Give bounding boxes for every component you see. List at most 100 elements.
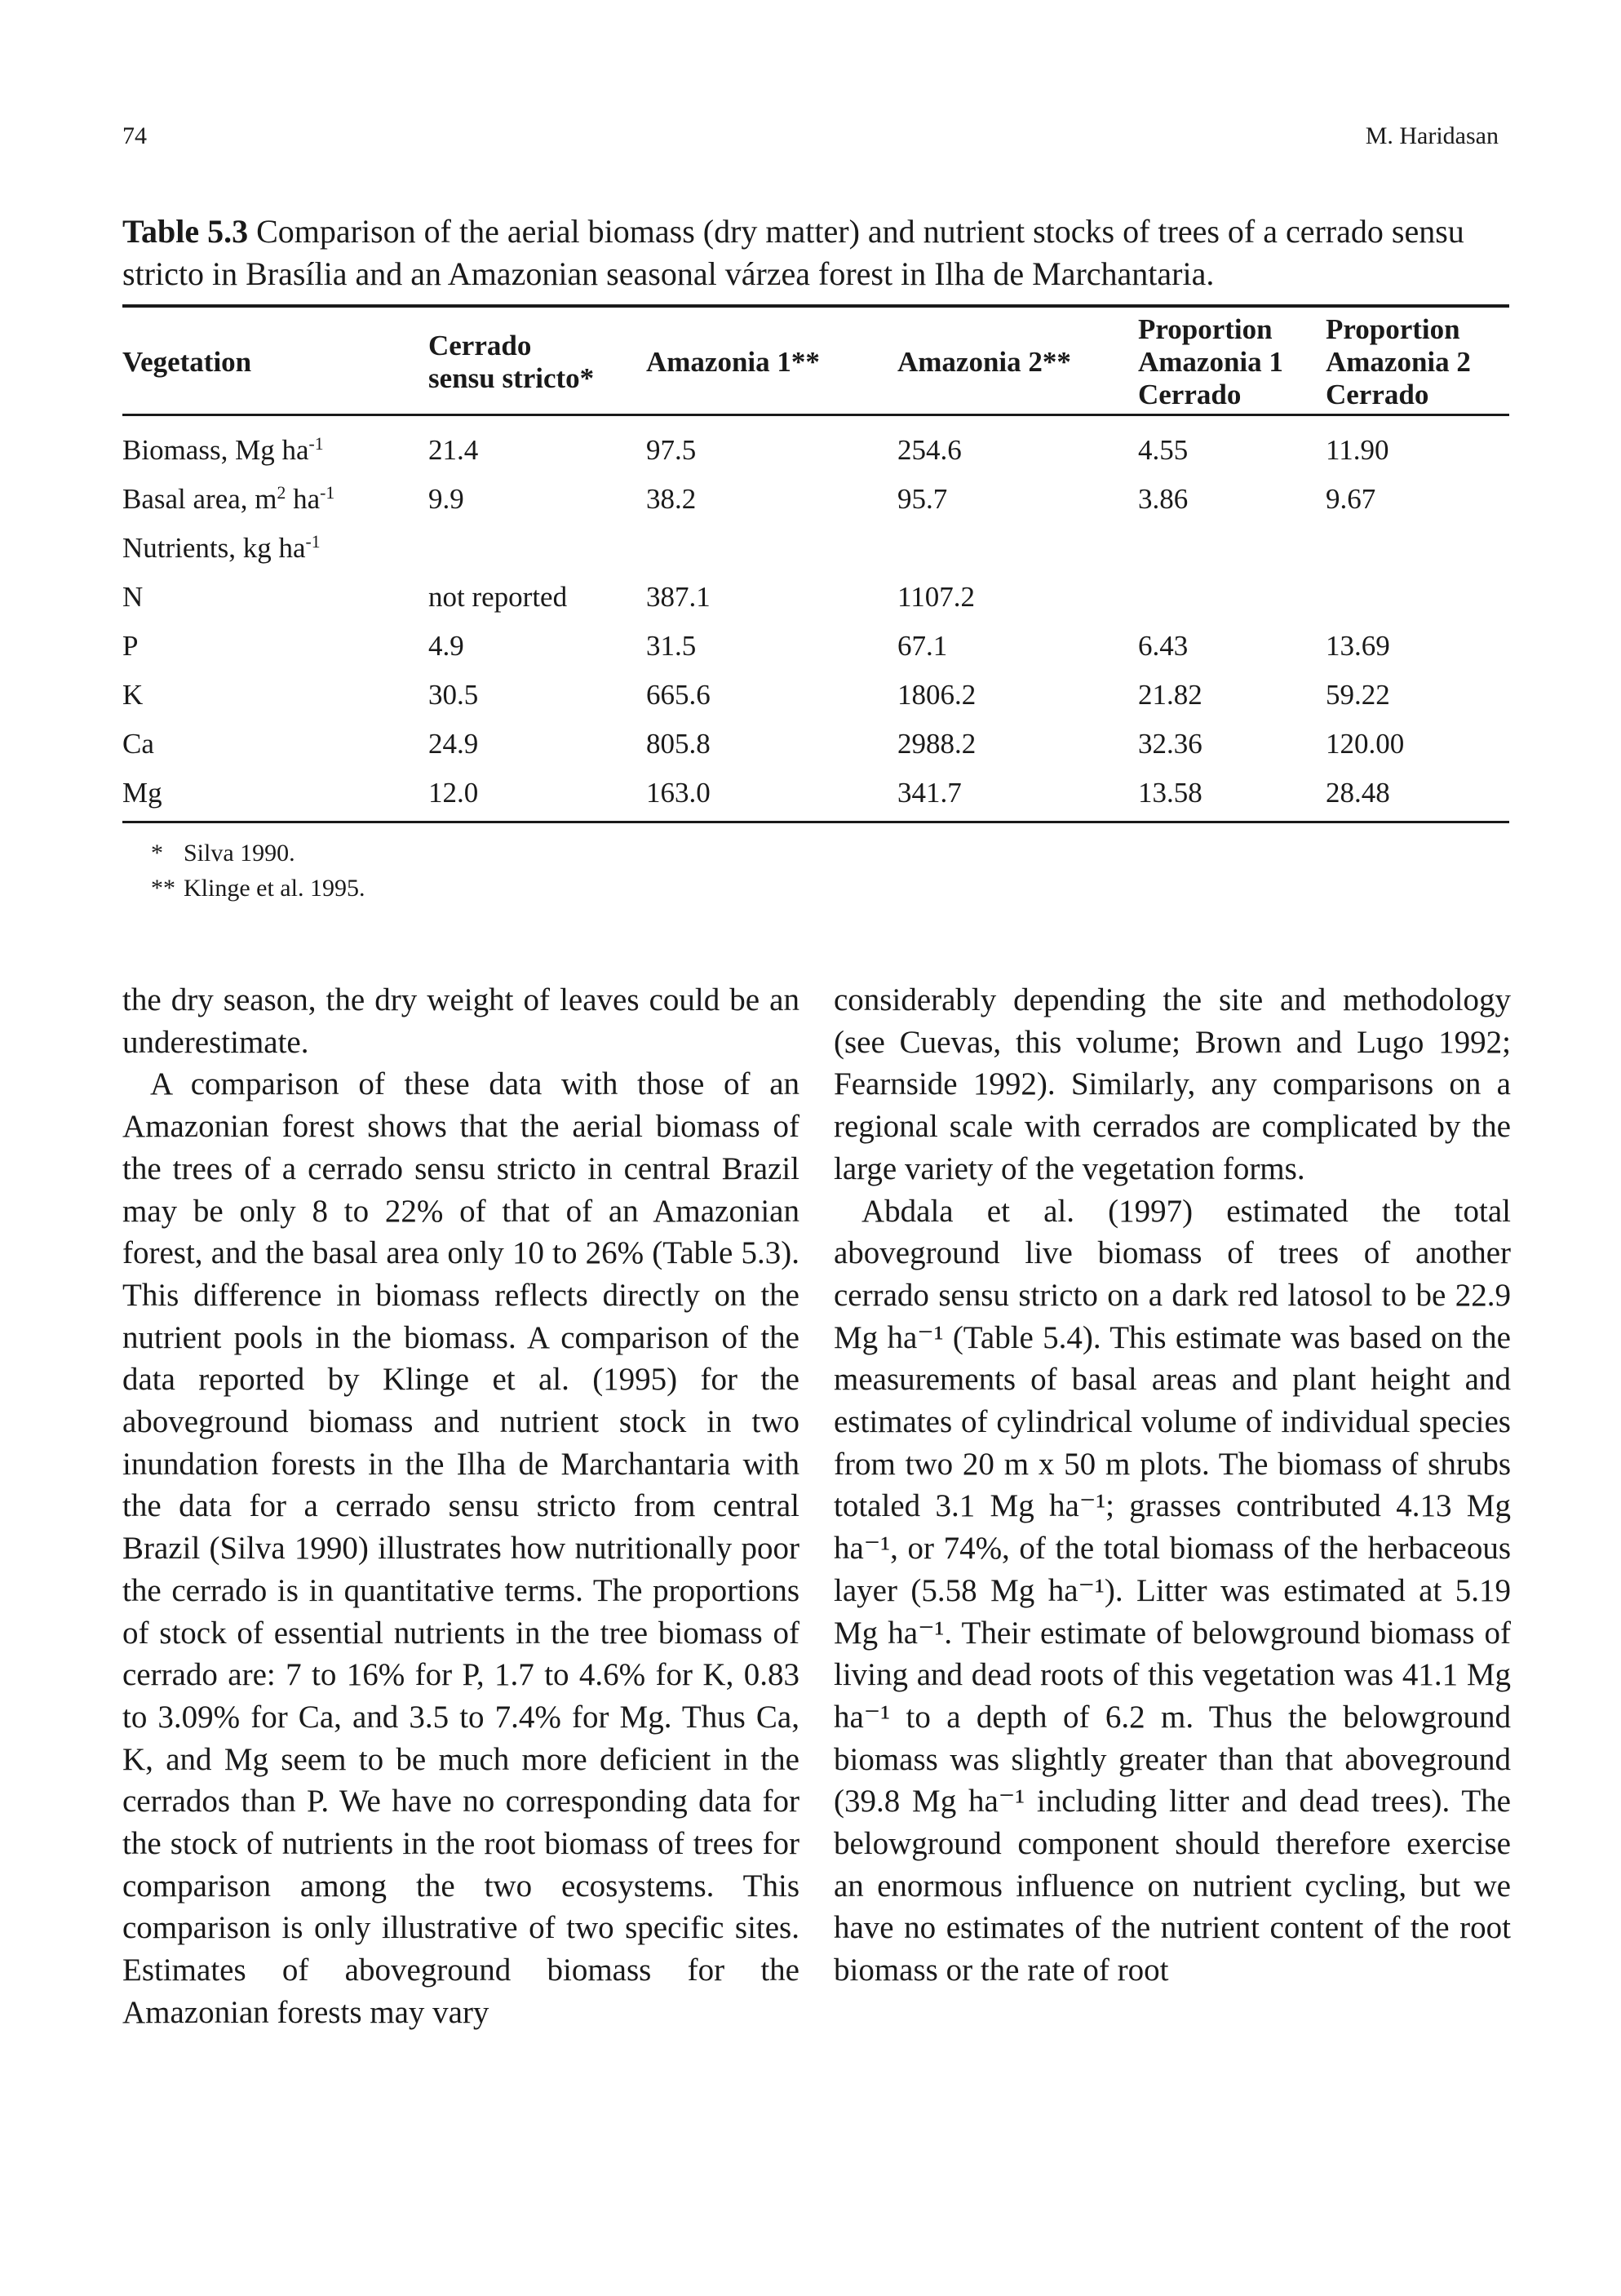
- cell-proportion1: 21.82: [1138, 679, 1202, 711]
- header-vegetation: Vegetation: [122, 313, 428, 411]
- cell-cerrado: [428, 532, 646, 581]
- header-proportion2: Proportion Amazonia 2 Cerrado: [1326, 313, 1509, 411]
- cell-proportion1: 6.43: [1138, 630, 1189, 662]
- row-label-sup: -1: [308, 434, 324, 454]
- footnote-text: Silva 1990.: [184, 840, 295, 867]
- row-label: Biomass, Mg ha-1: [122, 434, 428, 483]
- cell-cerrado: not reported: [428, 581, 568, 613]
- cell-proportion1: 4.55: [1138, 434, 1189, 466]
- cell-amazonia2: 1107.2: [897, 581, 975, 613]
- cell-proportion2: 120.00: [1326, 728, 1405, 760]
- cell-cerrado: 21.4: [428, 434, 479, 466]
- cell-amazonia1: [646, 532, 897, 581]
- cell-amazonia1: 387.1: [646, 581, 711, 613]
- row-label-text: Biomass, Mg ha: [122, 434, 309, 466]
- cell-amazonia2: 1806.2: [897, 679, 977, 711]
- cell-amazonia2: 341.7: [897, 777, 962, 809]
- table-row: N not reported 387.1 1107.2: [122, 581, 1509, 630]
- cell-amazonia1: 31.5: [646, 630, 697, 662]
- paragraph: Abdala et al. (1997) estimated the total…: [834, 1193, 1511, 1988]
- row-label-sup2: -1: [320, 483, 335, 503]
- table-row: Nutrients, kg ha-1: [122, 532, 1509, 581]
- table-row: Basal area, m2 ha-1 9.9 38.2 95.7 3.86 9…: [122, 483, 1509, 532]
- header-amazonia1: Amazonia 1**: [646, 313, 897, 411]
- cell-amazonia2: 2988.2: [897, 728, 977, 760]
- table-caption-label: Table 5.3: [122, 213, 249, 250]
- row-label-sup: -1: [305, 532, 321, 552]
- cell-amazonia1: 665.6: [646, 679, 711, 711]
- footnote-text: Klinge et al. 1995.: [184, 875, 365, 902]
- cell-proportion1: 32.36: [1138, 728, 1202, 760]
- footnote: ** Klinge et al. 1995.: [151, 871, 365, 906]
- table-bottom-rule: [122, 821, 1509, 823]
- table-caption-text: Comparison of the aerial biomass (dry ma…: [122, 213, 1464, 292]
- table-caption: Table 5.3 Comparison of the aerial bioma…: [122, 211, 1509, 295]
- header-vegetation-label: Vegetation: [122, 346, 252, 378]
- page-number: 74: [122, 122, 147, 149]
- cell-amazonia1: 38.2: [646, 483, 697, 515]
- row-label: Nutrients, kg ha-1: [122, 532, 428, 581]
- header-amazonia1-label: Amazonia 1**: [646, 346, 820, 378]
- header-amazonia2-label: Amazonia 2**: [897, 346, 1071, 378]
- table-header-rule: [122, 414, 1509, 416]
- cell-proportion2: [1326, 532, 1509, 581]
- row-label-text: Basal area, m: [122, 483, 277, 515]
- row-label: N: [122, 581, 144, 613]
- footnote-mark: *: [151, 840, 163, 867]
- table-row: Ca 24.9 805.8 2988.2 32.36 120.00: [122, 728, 1509, 777]
- cell-proportion2: 59.22: [1326, 679, 1390, 711]
- cell-amazonia1: 805.8: [646, 728, 711, 760]
- cell-amazonia2: 254.6: [897, 434, 962, 466]
- header-amazonia2: Amazonia 2**: [897, 313, 1138, 411]
- cell-proportion2: 9.67: [1326, 483, 1376, 515]
- cell-amazonia1: 97.5: [646, 434, 697, 466]
- left-text-column: the dry season, the dry weight of leaves…: [122, 979, 799, 2034]
- header-proportion2-line1: Proportion: [1326, 313, 1460, 345]
- table-header: Vegetation Cerrado sensu stricto* Amazon…: [122, 313, 1509, 411]
- cell-amazonia2: 95.7: [897, 483, 948, 515]
- header-proportion1: Proportion Amazonia 1 Cerrado: [1138, 313, 1326, 411]
- row-label: Basal area, m2 ha-1: [122, 483, 428, 532]
- right-text-column: considerably depending the site and meth…: [834, 979, 1511, 1992]
- row-label-text: Nutrients, kg ha: [122, 532, 306, 564]
- cell-cerrado: 24.9: [428, 728, 479, 760]
- running-head: M. Haridasan: [1365, 122, 1499, 149]
- table-top-rule: [122, 304, 1509, 308]
- cell-proportion1: [1138, 581, 1326, 630]
- footnote: * Silva 1990.: [151, 836, 365, 871]
- table-row: P 4.9 31.5 67.1 6.43 13.69: [122, 630, 1509, 679]
- table-header-row: Vegetation Cerrado sensu stricto* Amazon…: [122, 313, 1509, 411]
- table-body: Biomass, Mg ha-1 21.4 97.5 254.6 4.55 11…: [122, 434, 1509, 826]
- table-row: Biomass, Mg ha-1 21.4 97.5 254.6 4.55 11…: [122, 434, 1509, 483]
- header-proportion2-line2: Amazonia 2: [1326, 346, 1471, 378]
- table-row: Mg 12.0 163.0 341.7 13.58 28.48: [122, 777, 1509, 826]
- cell-cerrado: 30.5: [428, 679, 479, 711]
- table-footnotes: * Silva 1990. ** Klinge et al. 1995.: [151, 836, 365, 906]
- row-label-text-mid: ha: [286, 483, 321, 515]
- row-label: Ca: [122, 728, 154, 760]
- header-proportion1-line2: Amazonia 1: [1138, 346, 1283, 378]
- cell-cerrado: 9.9: [428, 483, 464, 515]
- cell-proportion2: 11.90: [1326, 434, 1389, 466]
- paragraph: A comparison of these data with those of…: [122, 1066, 799, 2030]
- cell-proportion1: 3.86: [1138, 483, 1189, 515]
- cell-amazonia1: 163.0: [646, 777, 711, 809]
- header-cerrado-line1: Cerrado: [428, 330, 532, 361]
- row-label: K: [122, 679, 144, 711]
- cell-proportion2: [1326, 581, 1509, 630]
- table-row: K 30.5 665.6 1806.2 21.82 59.22: [122, 679, 1509, 728]
- row-label-sup: 2: [277, 483, 286, 503]
- paragraph: the dry season, the dry weight of leaves…: [122, 982, 799, 1060]
- header-cerrado-line2: sensu stricto*: [428, 362, 595, 394]
- cell-cerrado: 12.0: [428, 777, 479, 809]
- cell-proportion2: 13.69: [1326, 630, 1390, 662]
- header-proportion2-line3: Cerrado: [1326, 379, 1429, 410]
- cell-cerrado: 4.9: [428, 630, 464, 662]
- cell-amazonia2: [897, 532, 1138, 581]
- paragraph: considerably depending the site and meth…: [834, 982, 1511, 1186]
- cell-amazonia2: 67.1: [897, 630, 948, 662]
- row-label: Mg: [122, 777, 162, 809]
- row-label: P: [122, 630, 139, 662]
- header-proportion1-line1: Proportion: [1138, 313, 1273, 345]
- footnote-mark: **: [151, 875, 175, 902]
